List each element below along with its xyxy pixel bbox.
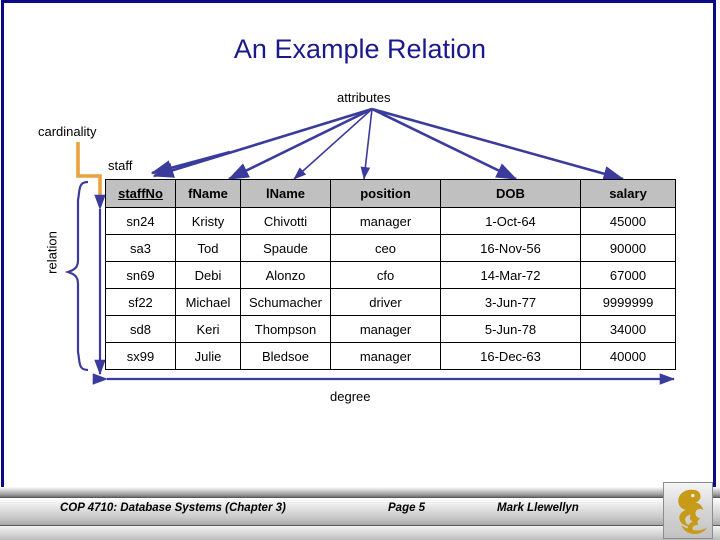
cell-lname: Bledsoe — [240, 342, 331, 370]
footer-page-number: Page 5 — [388, 502, 426, 514]
cell-dob: 5-Jun-78 — [440, 315, 581, 343]
cell-position: ceo — [330, 234, 441, 262]
cell-staffno: sx99 — [105, 342, 176, 370]
column-header-fname: fName — [175, 179, 241, 208]
table-row: sd8 Keri Thompson manager 5-Jun-78 34000 — [105, 315, 676, 343]
footer-author-label: Mark Llewellyn — [497, 502, 579, 514]
table-header-row: staffNo fName lName position DOB salary — [105, 179, 676, 208]
cardinality-bracket — [76, 142, 102, 206]
table-row: sn69 Debi Alonzo cfo 14-Mar-72 67000 — [105, 261, 676, 289]
cell-salary: 90000 — [580, 234, 676, 262]
label-cardinality: cardinality — [38, 124, 97, 139]
pegasus-logo — [663, 482, 713, 539]
relation-brace — [64, 180, 89, 372]
column-header-dob: DOB — [440, 179, 581, 208]
attribute-arrows — [152, 107, 625, 182]
cell-fname: Tod — [175, 234, 241, 262]
cell-fname: Michael — [175, 288, 241, 316]
cell-position: manager — [330, 315, 441, 343]
cell-fname: Debi — [175, 261, 241, 289]
cell-lname: Thompson — [240, 315, 331, 343]
table-row: sf22 Michael Schumacher driver 3-Jun-77 … — [105, 288, 676, 316]
cell-position: driver — [330, 288, 441, 316]
cell-salary: 34000 — [580, 315, 676, 343]
slide-border-left — [1, 0, 4, 487]
cell-position: manager — [330, 207, 441, 235]
cell-position: manager — [330, 342, 441, 370]
label-relation: relation — [44, 231, 60, 274]
footer-band-main — [0, 497, 720, 526]
cell-salary: 45000 — [580, 207, 676, 235]
cell-position: cfo — [330, 261, 441, 289]
label-table-name: staff — [108, 158, 133, 173]
relation-table: staffNo fName lName position DOB salary … — [105, 179, 676, 370]
cell-salary: 9999999 — [580, 288, 676, 316]
cell-lname: Alonzo — [240, 261, 331, 289]
cell-dob: 14-Mar-72 — [440, 261, 581, 289]
cell-salary: 67000 — [580, 261, 676, 289]
label-attributes: attributes — [337, 90, 391, 105]
cell-dob: 16-Nov-56 — [440, 234, 581, 262]
cell-dob: 3-Jun-77 — [440, 288, 581, 316]
cell-staffno: sf22 — [105, 288, 176, 316]
cell-lname: Schumacher — [240, 288, 331, 316]
table-row: sn24 Kristy Chivotti manager 1-Oct-64 45… — [105, 207, 676, 235]
cell-dob: 1-Oct-64 — [440, 207, 581, 235]
cell-staffno: sn24 — [105, 207, 176, 235]
cell-fname: Julie — [175, 342, 241, 370]
column-header-lname: lName — [240, 179, 331, 208]
column-header-staffno: staffNo — [105, 179, 176, 208]
cell-staffno: sn69 — [105, 261, 176, 289]
slide-border-right — [713, 0, 716, 487]
footer-band-top — [0, 487, 720, 497]
cell-staffno: sd8 — [105, 315, 176, 343]
column-header-salary: salary — [580, 179, 676, 208]
cell-lname: Chivotti — [240, 207, 331, 235]
pegasus-logo-icon — [678, 489, 708, 535]
footer-course-label: COP 4710: Database Systems (Chapter 3) — [60, 502, 286, 514]
staff-arrow — [150, 150, 231, 176]
slide-border-top — [1, 0, 716, 3]
label-degree: degree — [330, 389, 371, 404]
page-title: An Example Relation — [233, 34, 487, 64]
cell-salary: 40000 — [580, 342, 676, 370]
cell-lname: Spaude — [240, 234, 331, 262]
cell-fname: Kristy — [175, 207, 241, 235]
column-header-position: position — [330, 179, 441, 208]
cell-dob: 16-Dec-63 — [440, 342, 581, 370]
cell-staffno: sa3 — [105, 234, 176, 262]
table-row: sx99 Julie Bledsoe manager 16-Dec-63 400… — [105, 342, 676, 370]
cell-fname: Keri — [175, 315, 241, 343]
footer-band-bottom — [0, 526, 720, 540]
table-row: sa3 Tod Spaude ceo 16-Nov-56 90000 — [105, 234, 676, 262]
slide-footer: COP 4710: Database Systems (Chapter 3) P… — [0, 487, 720, 540]
